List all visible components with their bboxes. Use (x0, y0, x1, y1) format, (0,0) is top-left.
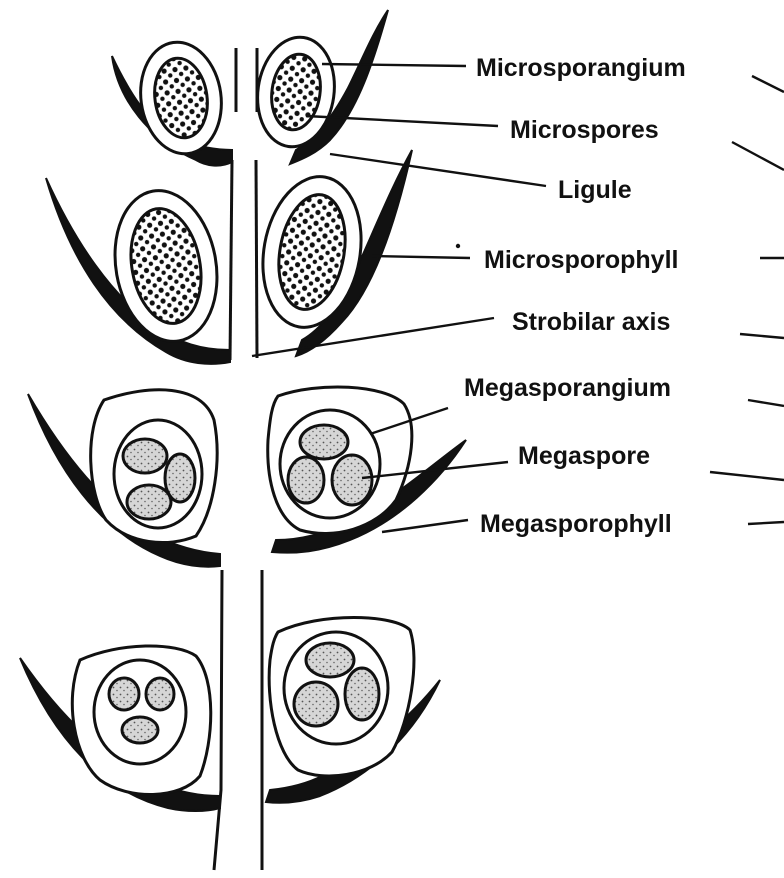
label-megaspore: Megaspore (518, 442, 650, 470)
leader-microsporangium (322, 64, 466, 66)
stray-dot (456, 244, 460, 248)
microsporangium-left-1 (134, 37, 229, 159)
leader-microsporophyll (372, 256, 470, 258)
megasporangium-right-2 (269, 618, 414, 777)
right-tick-5 (748, 400, 784, 406)
right-tick-1 (752, 76, 784, 92)
right-tick-6 (710, 472, 784, 480)
strobilar-axis (214, 48, 262, 870)
label-microspores: Microspores (510, 116, 659, 144)
megasporangium-left-1 (91, 390, 217, 543)
right-tick-7 (748, 522, 784, 524)
right-tick-4 (740, 334, 784, 338)
label-microsporophyll: Microsporophyll (484, 246, 678, 274)
leader-megasporophyll (382, 520, 468, 532)
leader-ligule (330, 154, 546, 186)
microsporangium-right-2 (252, 169, 373, 335)
label-megasporophyll: Megasporophyll (480, 510, 672, 538)
right-tick-2 (732, 142, 784, 170)
label-microsporangium: Microsporangium (476, 54, 686, 82)
label-megasporangium: Megasporangium (464, 374, 671, 402)
megasporangium-left-2 (72, 646, 210, 795)
label-strobilar-axis: Strobilar axis (512, 308, 670, 336)
label-ligule: Ligule (558, 176, 632, 204)
microsporangium-left-2 (104, 182, 229, 349)
